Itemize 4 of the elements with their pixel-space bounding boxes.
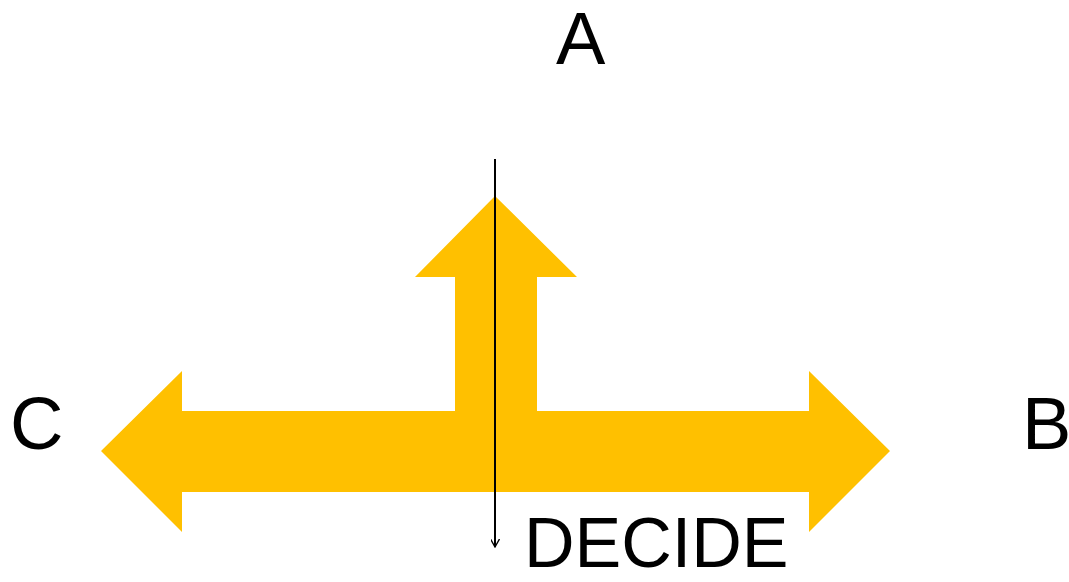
label-text: C [10,387,64,461]
label-text: B [1022,387,1069,461]
label-text: DECIDE [524,508,789,578]
label-text: A [556,2,606,76]
